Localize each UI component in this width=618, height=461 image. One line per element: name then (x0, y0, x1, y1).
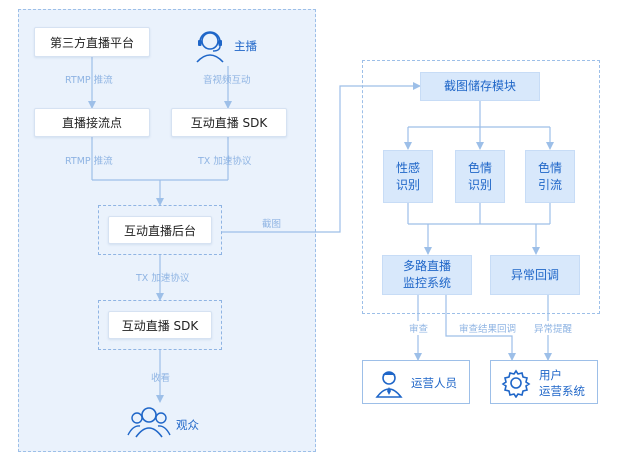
sdk-bottom-label: 互动直播 SDK (121, 318, 199, 333)
live-ingest-label: 直播接流点 (61, 116, 122, 130)
backend-node: 互动直播后台 (108, 216, 212, 244)
screenshot-module-node: 截图储存模块 (420, 72, 540, 101)
sensitive-recognition-line2: 识别 (467, 177, 492, 192)
backend-label: 互动直播后台 (123, 223, 196, 238)
operator-label: 运营人员 (411, 376, 457, 390)
callback-label: 异常回调 (510, 267, 559, 282)
user-ops-line2: 运营系统 (539, 384, 585, 398)
screenshot-module-label: 截图储存模块 (443, 79, 516, 93)
user-ops-line1: 用户 (539, 368, 562, 382)
monitor-system-line1: 多路直播 (402, 259, 451, 273)
audience-label: 观众 (176, 418, 199, 432)
screenshot-label: 截图 (262, 219, 282, 230)
tx-accel-label-bottom: TX 加速协议 (136, 273, 190, 284)
drainage-recognition-node: 色情 引流 (525, 150, 575, 203)
tx-accel-label-top: TX 加速协议 (198, 156, 252, 167)
sdk-bottom-node: 互动直播 SDK (108, 311, 212, 339)
porn-recognition-node: 性感 识别 (383, 150, 433, 203)
headset-person-icon (190, 26, 230, 66)
live-ingest-node: 直播接流点 (34, 108, 150, 137)
backend-wrapper (98, 205, 222, 255)
anchor-label: 主播 (234, 39, 257, 53)
monitor-system-line2: 监控系统 (402, 276, 451, 290)
user-ops-text: 用户 运营系统 (539, 367, 585, 399)
porn-recognition-line1: 性感 (395, 160, 420, 175)
sensitive-recognition-line1: 色情 (467, 160, 492, 175)
callback-node: 异常回调 (490, 255, 580, 295)
gear-icon (501, 368, 531, 399)
drainage-recognition-line2: 引流 (537, 177, 562, 192)
rtmp-pull-label: RTMP 推流 (65, 156, 113, 167)
operator-node: 运营人员 (362, 360, 470, 404)
porn-recognition-line2: 识别 (395, 177, 420, 192)
sdk-bottom-wrapper (98, 300, 222, 350)
watch-label: 收看 (151, 373, 171, 384)
user-ops-node: 用户 运营系统 (490, 360, 598, 404)
sdk-top-node: 互动直播 SDK (171, 108, 287, 137)
drainage-recognition-line1: 色情 (537, 160, 562, 175)
third-party-platform-label: 第三方直播平台 (49, 35, 134, 50)
rtmp-push-label: RTMP 推流 (65, 75, 113, 86)
monitor-system-node: 多路直播 监控系统 (382, 255, 472, 295)
third-party-platform-node: 第三方直播平台 (34, 27, 150, 57)
sdk-top-label: 互动直播 SDK (190, 116, 268, 130)
group-icon (126, 404, 172, 440)
review-result-label: 审查结果回调 (458, 321, 518, 335)
sensitive-recognition-node: 色情 识别 (455, 150, 505, 203)
av-interact-label: 音视频互动 (203, 75, 251, 86)
person-icon (373, 367, 405, 399)
review-label: 审查 (408, 321, 430, 335)
alert-label: 异常提醒 (533, 321, 574, 335)
